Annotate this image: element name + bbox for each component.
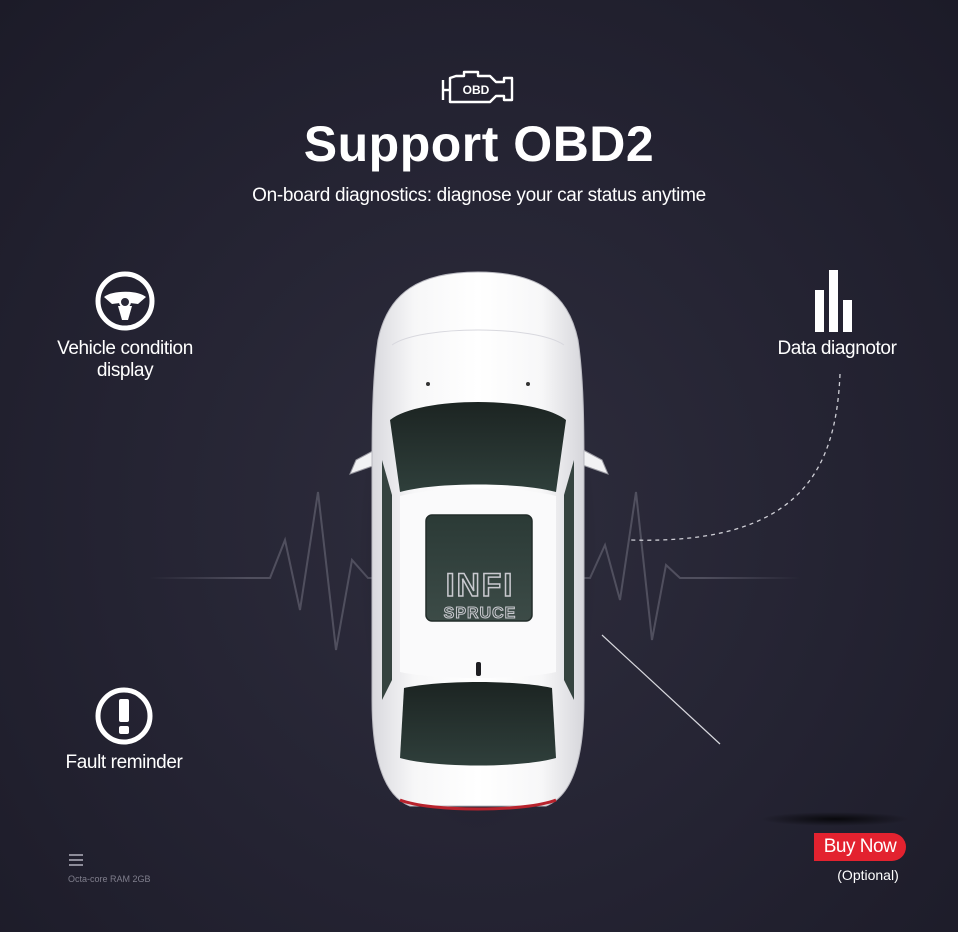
menu-icon[interactable] <box>68 852 84 868</box>
page-title: Support OBD2 <box>303 116 655 172</box>
feature-vehicle-label: Vehicle condition display <box>57 338 193 381</box>
buy-button-shadow <box>760 812 910 826</box>
car-top-view <box>349 271 609 811</box>
solid-connector <box>601 634 721 745</box>
feature-vehicle-condition: Vehicle condition display <box>40 270 210 382</box>
exclamation-icon <box>95 687 153 745</box>
obd-icon-text: OBD <box>463 83 490 97</box>
feature-fault-label: Fault reminder <box>65 752 183 773</box>
car-logo-line1: INFI <box>446 567 514 603</box>
page-subtitle: On-board diagnostics: diagnose your car … <box>252 185 706 206</box>
feature-data-diagnotor: Data diagnotor <box>762 268 912 360</box>
car-logo-line2: SPRUCE <box>444 605 517 622</box>
optional-note: (Optional) <box>837 867 899 883</box>
buy-now-button[interactable]: Buy Now <box>814 833 906 861</box>
feature-data-label: Data diagnotor <box>777 338 897 359</box>
engine-check-icon: OBD <box>441 70 514 104</box>
steering-wheel-icon <box>95 271 155 331</box>
spec-text: Octa-core RAM 2GB <box>68 874 151 884</box>
feature-fault-reminder: Fault reminder <box>48 686 200 774</box>
bar-chart-icon <box>815 270 852 332</box>
dashed-connector <box>629 373 841 541</box>
